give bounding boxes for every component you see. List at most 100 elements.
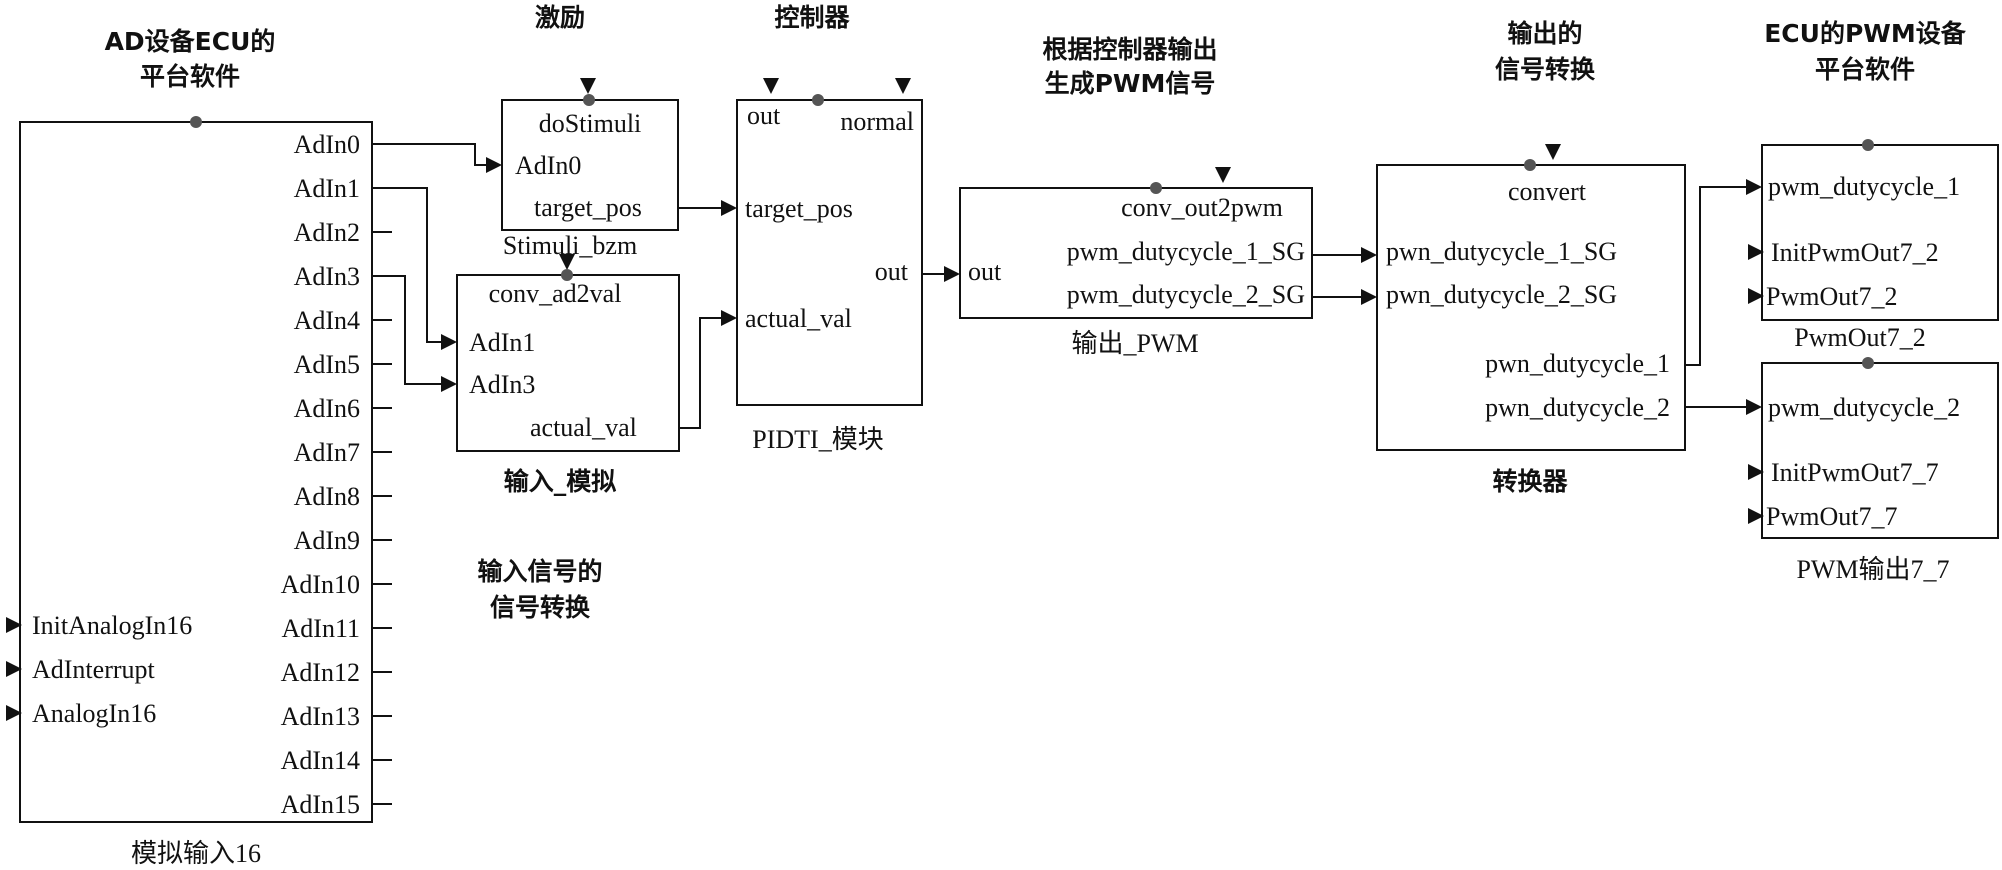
input-sim-port-in-1: AdIn1 xyxy=(469,328,535,357)
stimuli-port-in: AdIn0 xyxy=(515,151,581,180)
connections xyxy=(372,143,1747,429)
pwm-device-a-port-in: pwm_dutycycle_1 xyxy=(1768,172,1960,201)
pidti-port-tr: normal xyxy=(840,107,914,136)
ad-input-port-adin14: AdIn14 xyxy=(281,746,360,775)
input-sim-runnable: conv_ad2val xyxy=(489,279,622,308)
input-sim-port-out: actual_val xyxy=(530,413,637,442)
pwm-device-a-box xyxy=(1761,144,1999,321)
ad-input-trigger-arrow xyxy=(6,705,22,721)
ad-input-port-adin2: AdIn2 xyxy=(294,218,360,247)
pwm-output-component: 根据控制器输出 生成PWM信号 conv_out2pwm out pwm_dut… xyxy=(944,35,1313,358)
pwm-device-a-port-dot xyxy=(1862,139,1874,151)
pwm-device-a-component: ECU的PWM设备 平台软件 pwm_dutycycle_1 InitPwmOu… xyxy=(1746,19,1999,352)
pwm-device-a-caption: PwmOut7_2 xyxy=(1794,323,1925,352)
pwm-device-b-component: pwm_dutycycle_2 InitPwmOut7_7 PwmOut7_7 … xyxy=(1746,357,1999,584)
converter-header-line-1: 输出的 xyxy=(1507,19,1582,48)
ad-input-port-adin4: AdIn4 xyxy=(294,306,360,335)
input-sim-caption: 输入_模拟 xyxy=(504,467,617,496)
pwm-output-box xyxy=(959,187,1313,319)
pwm-output-header-line-1: 根据控制器输出 xyxy=(1042,35,1217,64)
ad-input-port-adin3: AdIn3 xyxy=(294,262,360,291)
pidti-trigger-left-arrow xyxy=(763,78,779,94)
pwm-device-a-runnable-1-arrow xyxy=(1748,244,1764,260)
pwm-device-a-in-arrow xyxy=(1746,179,1762,195)
stimuli-runnable: doStimuli xyxy=(539,109,642,138)
ad-input-header-line-1: AD设备ECU的 xyxy=(105,27,276,56)
converter-caption: 转换器 xyxy=(1492,467,1568,496)
input-sim-in1-arrow xyxy=(441,334,457,350)
stimuli-header: 激励 xyxy=(535,3,585,32)
ad-input-trigger-arrow xyxy=(6,617,22,633)
ad-input-runnable-adinterrupt: AdInterrupt xyxy=(32,655,156,684)
ad-input-port-adin11: AdIn11 xyxy=(282,614,360,643)
converter-in2-arrow xyxy=(1361,289,1377,305)
ad-input-runnable-analogin16: AnalogIn16 xyxy=(32,699,156,728)
pwm-device-b-runnable-1: InitPwmOut7_7 xyxy=(1771,458,1939,487)
ad-input-port-adin13: AdIn13 xyxy=(281,702,360,731)
ad-input-port-adin12: AdIn12 xyxy=(281,658,360,687)
converter-trigger-arrow xyxy=(1545,144,1561,160)
pwm-output-in-arrow xyxy=(944,266,960,282)
pwm-output-port-in: out xyxy=(968,257,1002,286)
stimuli-port-out: target_pos xyxy=(534,193,642,222)
pidti-trigger-right-arrow xyxy=(895,78,911,94)
stimuli-in-arrow xyxy=(486,157,502,173)
ad-input-box xyxy=(19,121,373,823)
pwm-device-b-box xyxy=(1761,362,1999,539)
converter-box xyxy=(1376,164,1686,451)
wire-converter-1-to-pwm-device-a xyxy=(1685,186,1747,366)
pidti-caption: PIDTI_模块 xyxy=(752,425,883,454)
ad-input-port-adin5: AdIn5 xyxy=(294,350,360,379)
input-sim-port-in-2: AdIn3 xyxy=(469,370,535,399)
input-sim-trigger-arrow xyxy=(559,254,575,270)
ad-input-runnable-initanalogin16: InitAnalogIn16 xyxy=(32,611,192,640)
converter-port-out-1: pwn_dutycycle_1 xyxy=(1485,349,1670,378)
pwm-device-a-runnable-2-arrow xyxy=(1748,288,1764,304)
ad-input-port-adin8: AdIn8 xyxy=(294,482,360,511)
wire-adin1-to-input-sim xyxy=(372,187,442,343)
pwm-device-b-in-arrow xyxy=(1746,399,1762,415)
pidti-port-in-2: actual_val xyxy=(745,304,852,333)
pwm-output-port-out-1: pwm_dutycycle_1_SG xyxy=(1067,237,1305,266)
wire-adin3-to-input-sim xyxy=(372,275,442,385)
converter-in1-arrow xyxy=(1361,247,1377,263)
ad-input-output-ports: AdIn0AdIn1AdIn2AdIn3AdIn4AdIn5AdIn6AdIn7… xyxy=(281,130,392,819)
pwm-device-b-port-dot xyxy=(1862,357,1874,369)
input-sim-note-line-2: 信号转换 xyxy=(490,593,591,622)
pwm-device-header-line-2: 平台软件 xyxy=(1815,55,1915,84)
pidti-port-dot xyxy=(812,94,824,106)
converter-runnable: convert xyxy=(1508,177,1587,206)
ad-input-component: AD设备ECU的 平台软件 AdIn0AdIn1AdIn2AdIn3AdIn4A… xyxy=(6,27,392,868)
input-sim-box xyxy=(456,274,680,452)
ad-input-port-adin1: AdIn1 xyxy=(294,174,360,203)
pidti-component: 控制器 out normal target_pos actual_val out… xyxy=(721,3,923,454)
pwm-output-port-dot xyxy=(1150,182,1162,194)
stimuli-port-dot xyxy=(583,94,595,106)
pwm-device-header-line-1: ECU的PWM设备 xyxy=(1764,19,1967,48)
ad-input-port-adin9: AdIn9 xyxy=(294,526,360,555)
converter-port-in-1: pwn_dutycycle_1_SG xyxy=(1386,237,1617,266)
pidti-in1-arrow xyxy=(721,200,737,216)
input-sim-component: conv_ad2val AdIn1 AdIn3 actual_val 输入_模拟… xyxy=(441,254,680,622)
converter-header-line-2: 信号转换 xyxy=(1495,55,1596,84)
wire-input-sim-to-pidti xyxy=(679,317,722,429)
pwm-output-caption: 输出_PWM xyxy=(1071,329,1198,358)
ad-input-port-dot xyxy=(190,116,202,128)
ad-input-port-adin6: AdIn6 xyxy=(294,394,360,423)
input-sim-in2-arrow xyxy=(441,376,457,392)
ad-input-port-adin0: AdIn0 xyxy=(294,130,360,159)
pwm-output-trigger-arrow xyxy=(1215,167,1231,183)
pwm-device-b-caption: PWM输出7_7 xyxy=(1796,555,1949,584)
pidti-port-in-1: target_pos xyxy=(745,194,853,223)
ad-input-caption: 模拟输入16 xyxy=(131,839,261,868)
ad-input-port-adin7: AdIn7 xyxy=(294,438,360,467)
pwm-output-runnable: conv_out2pwm xyxy=(1121,193,1283,222)
input-sim-note-line-1: 输入信号的 xyxy=(477,557,602,586)
converter-port-dot xyxy=(1524,159,1536,171)
converter-port-out-2: pwn_dutycycle_2 xyxy=(1485,393,1670,422)
pwm-device-b-runnable-2-arrow xyxy=(1748,508,1764,524)
pidti-header: 控制器 xyxy=(774,3,850,32)
input-sim-port-dot xyxy=(561,269,573,281)
ad-input-trigger-arrow xyxy=(6,661,22,677)
